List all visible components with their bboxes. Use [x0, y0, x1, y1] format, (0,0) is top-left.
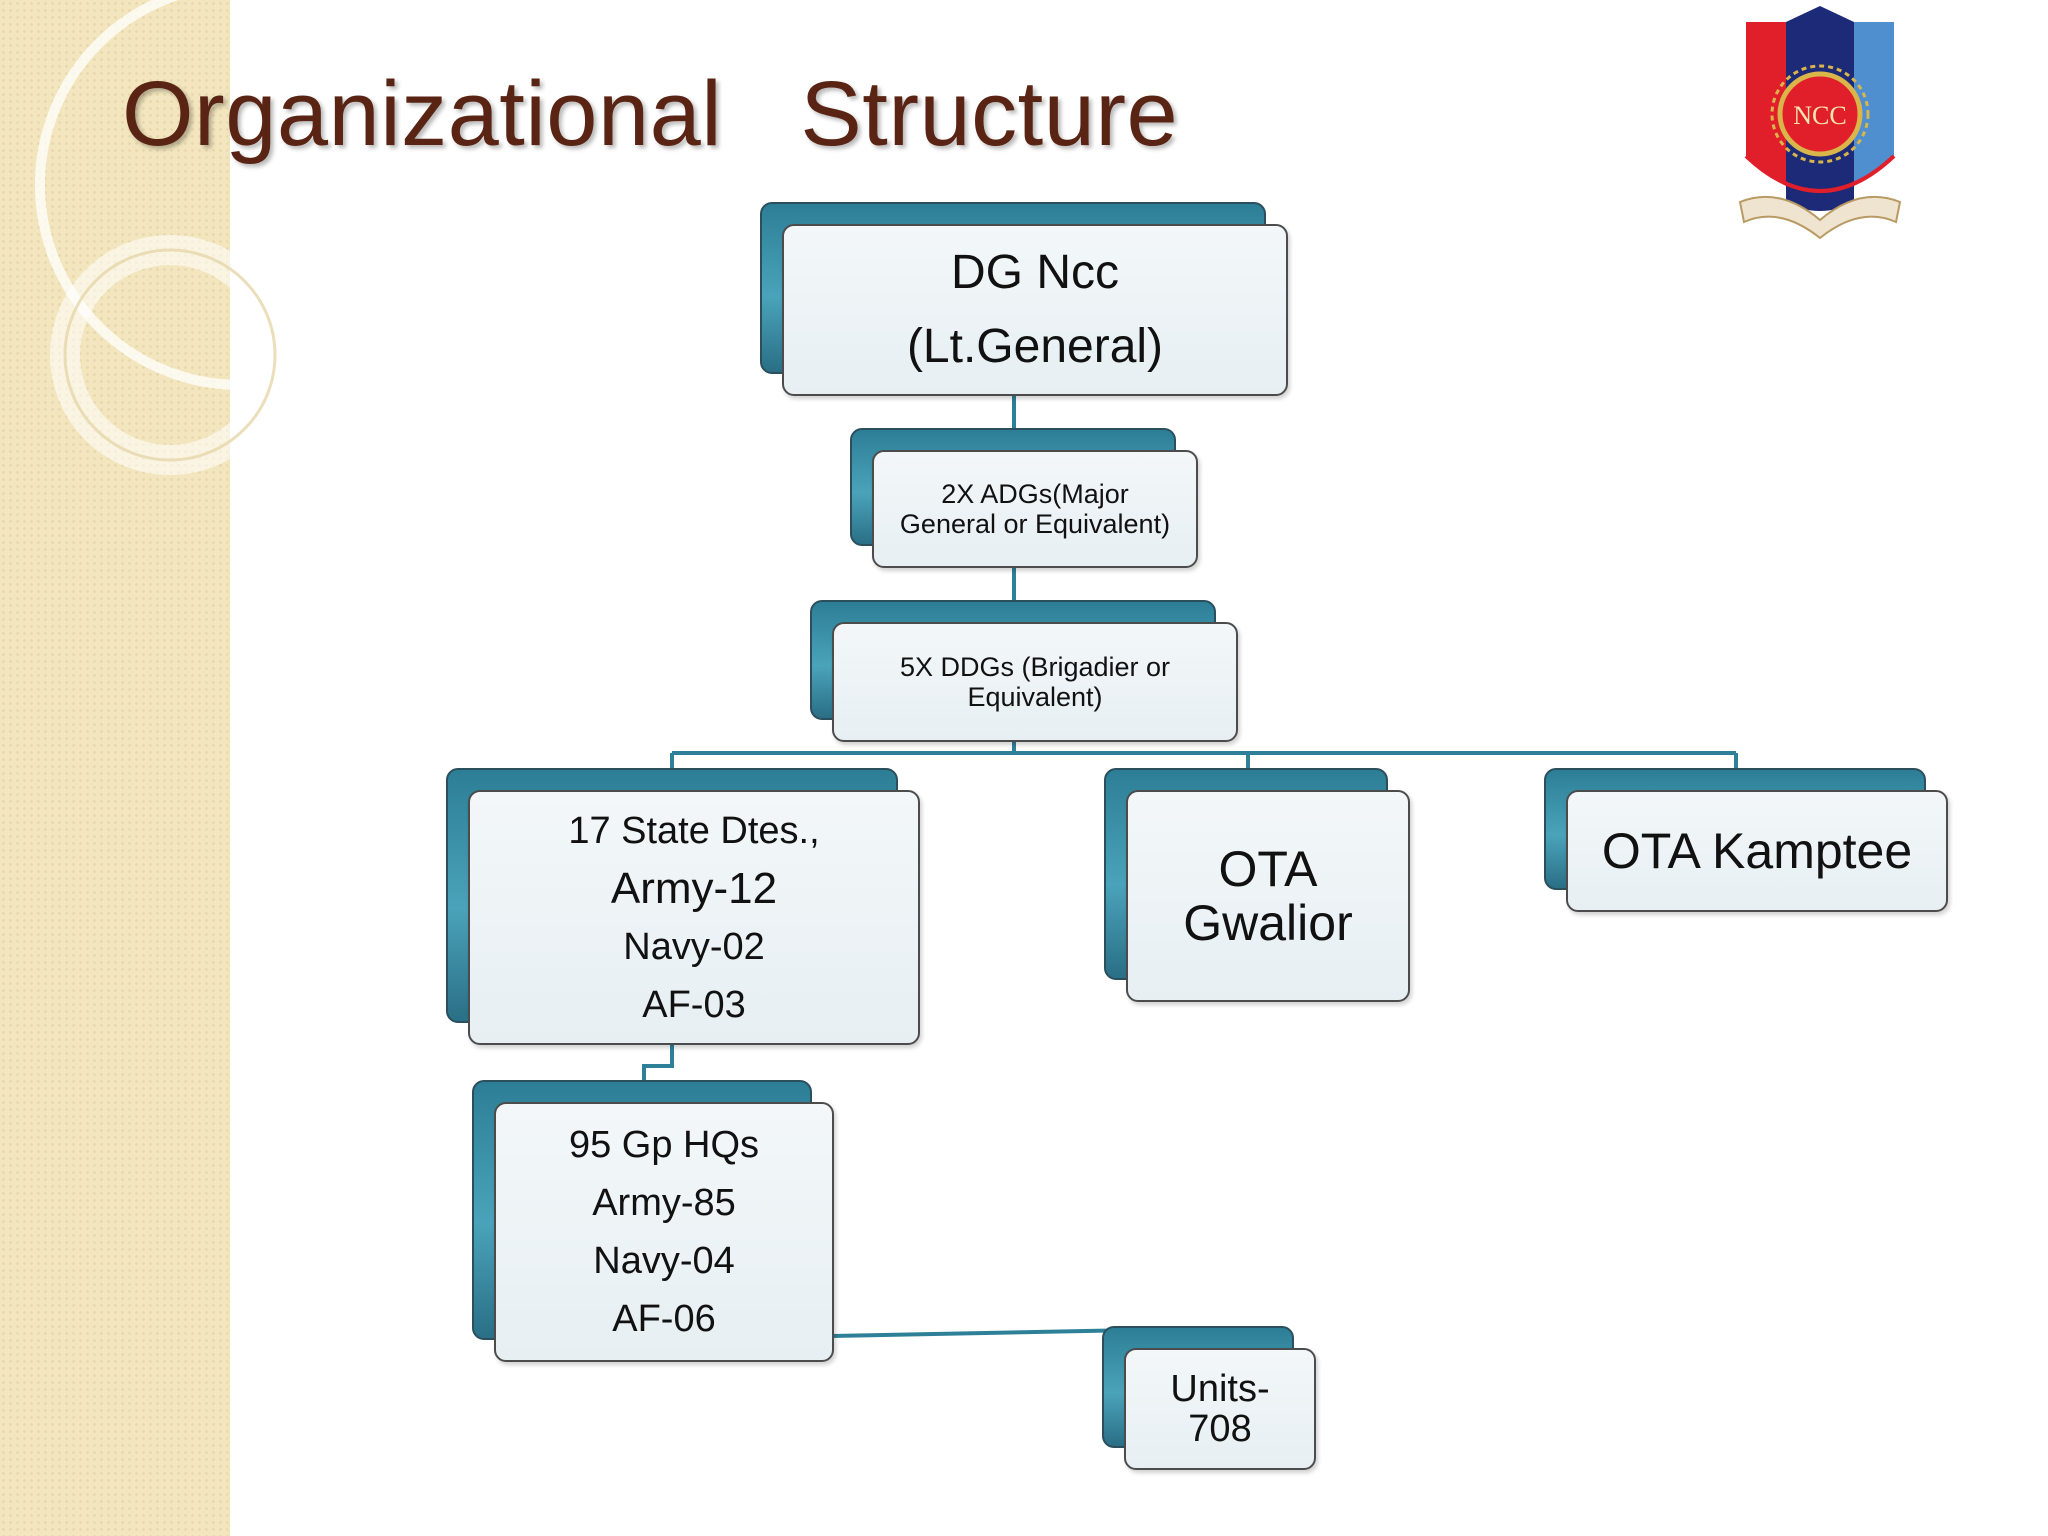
node-box: 5X DDGs (Brigadier or Equivalent) — [832, 622, 1238, 742]
decorative-circles — [35, 0, 360, 475]
node-text: AF-03 — [642, 983, 746, 1026]
node-text: General or Equivalent) — [899, 509, 1171, 539]
node-gp-hqs: 95 Gp HQs Army-85 Navy-04 AF-06 — [472, 1080, 834, 1362]
node-text: 95 Gp HQs — [568, 1124, 760, 1166]
node-dg-ncc: DG Ncc (Lt.General) — [760, 202, 1288, 396]
node-box: 2X ADGs(Major General or Equivalent) — [872, 450, 1198, 568]
page-title: Organizational Structure — [122, 63, 1179, 165]
node-text: Units- — [1170, 1368, 1270, 1410]
node-box: Units- 708 — [1124, 1348, 1316, 1470]
node-text: 2X ADGs(Major — [941, 479, 1129, 509]
node-text: Army-85 — [592, 1182, 736, 1224]
node-ddgs: 5X DDGs (Brigadier or Equivalent) — [810, 600, 1238, 742]
node-text: Army-12 — [610, 863, 778, 913]
node-text: Gwalior — [1183, 895, 1353, 951]
node-box: 95 Gp HQs Army-85 Navy-04 AF-06 — [494, 1102, 834, 1362]
node-text: 708 — [1188, 1408, 1252, 1450]
node-text: AF-06 — [612, 1298, 716, 1340]
node-text: (Lt.General) — [906, 320, 1164, 373]
node-text: Equivalent) — [967, 682, 1103, 712]
node-text: DG Ncc — [951, 246, 1119, 299]
node-box: OTA Gwalior — [1126, 790, 1410, 1002]
node-ota-gwalior: OTA Gwalior — [1104, 768, 1410, 1002]
node-units: Units- 708 — [1102, 1326, 1316, 1470]
node-text: Navy-02 — [623, 925, 765, 968]
node-state-dtes: 17 State Dtes., Army-12 Navy-02 AF-03 — [446, 768, 920, 1045]
node-text: Navy-04 — [593, 1240, 735, 1282]
node-text: 17 State Dtes., — [568, 809, 820, 852]
node-ota-kamptee: OTA Kamptee — [1544, 768, 1948, 912]
ncc-logo: NCC — [1738, 6, 1902, 240]
node-text: OTA — [1218, 841, 1318, 897]
node-adgs: 2X ADGs(Major General or Equivalent) — [850, 428, 1198, 568]
node-box: DG Ncc (Lt.General) — [782, 224, 1288, 396]
node-text: 5X DDGs (Brigadier or — [899, 652, 1171, 682]
node-text: OTA Kamptee — [1601, 823, 1913, 879]
svg-text:NCC: NCC — [1793, 101, 1846, 130]
node-box: 17 State Dtes., Army-12 Navy-02 AF-03 — [468, 790, 920, 1045]
node-box: OTA Kamptee — [1566, 790, 1948, 912]
